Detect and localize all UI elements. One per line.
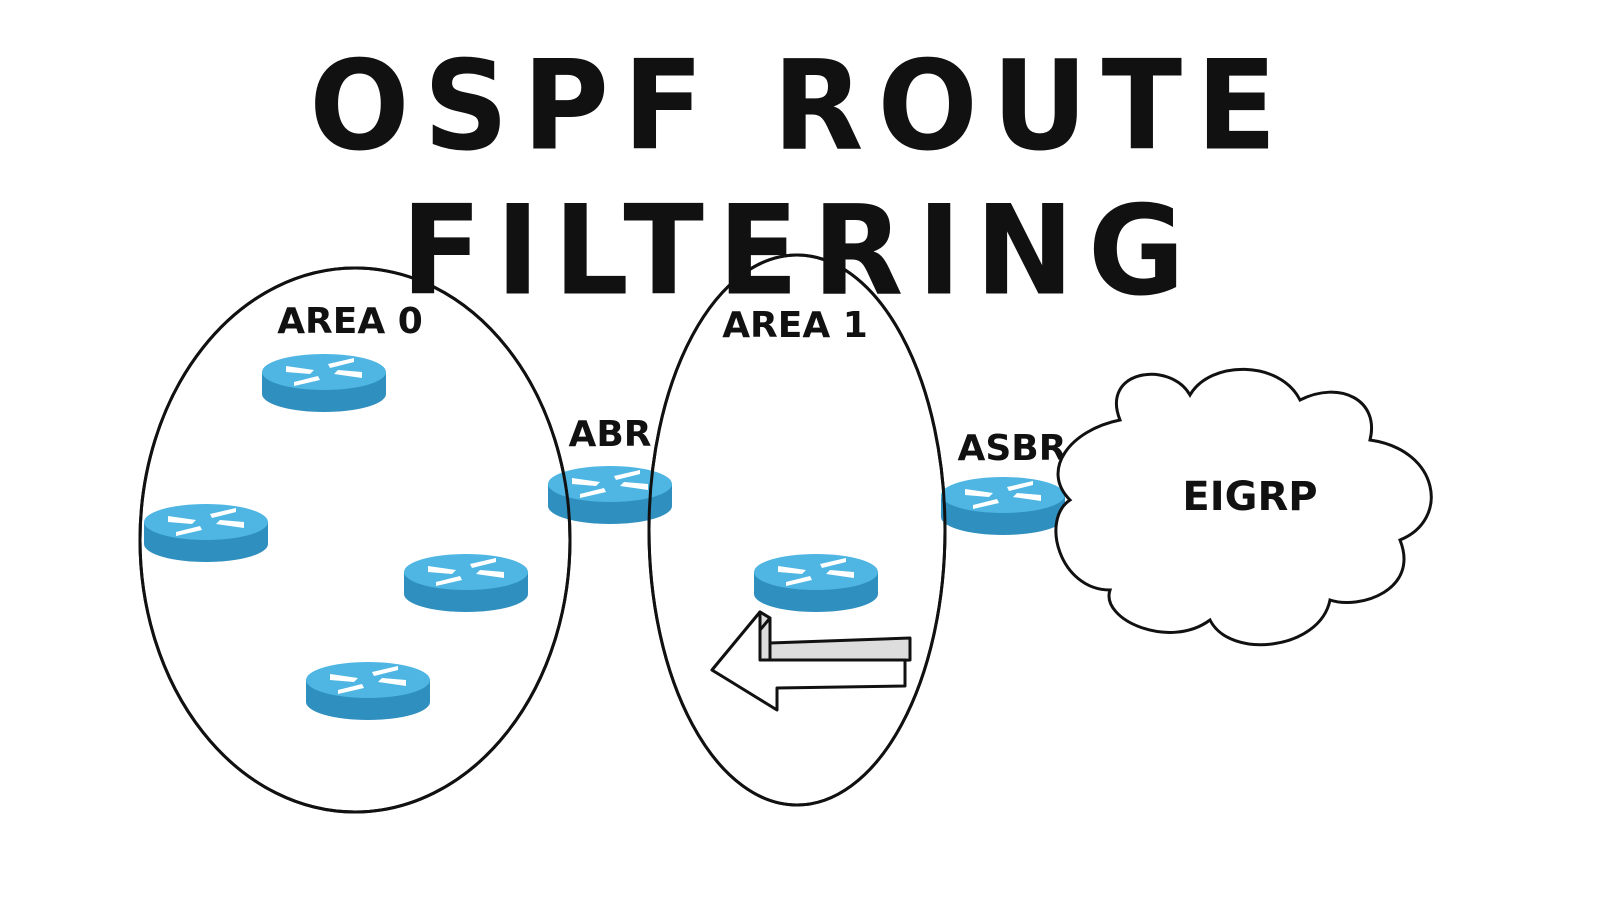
router-icon — [306, 662, 430, 720]
asbr-label: ASBR — [958, 428, 1067, 469]
left-arrow-icon — [710, 610, 912, 712]
area0-label: AREA 0 — [277, 301, 423, 342]
router-icon — [144, 504, 268, 562]
abr-label: ABR — [568, 414, 651, 455]
eigrp-label: EIGRP — [1182, 474, 1317, 520]
area1-label: AREA 1 — [722, 305, 868, 346]
router-icon — [754, 554, 878, 612]
diagram-title: OSPF ROUTE FILTERING — [309, 33, 1291, 323]
router-icon — [404, 554, 528, 612]
router-icon — [262, 354, 386, 412]
asbr-router-icon — [941, 477, 1065, 535]
eigrp-cloud — [1054, 367, 1433, 647]
